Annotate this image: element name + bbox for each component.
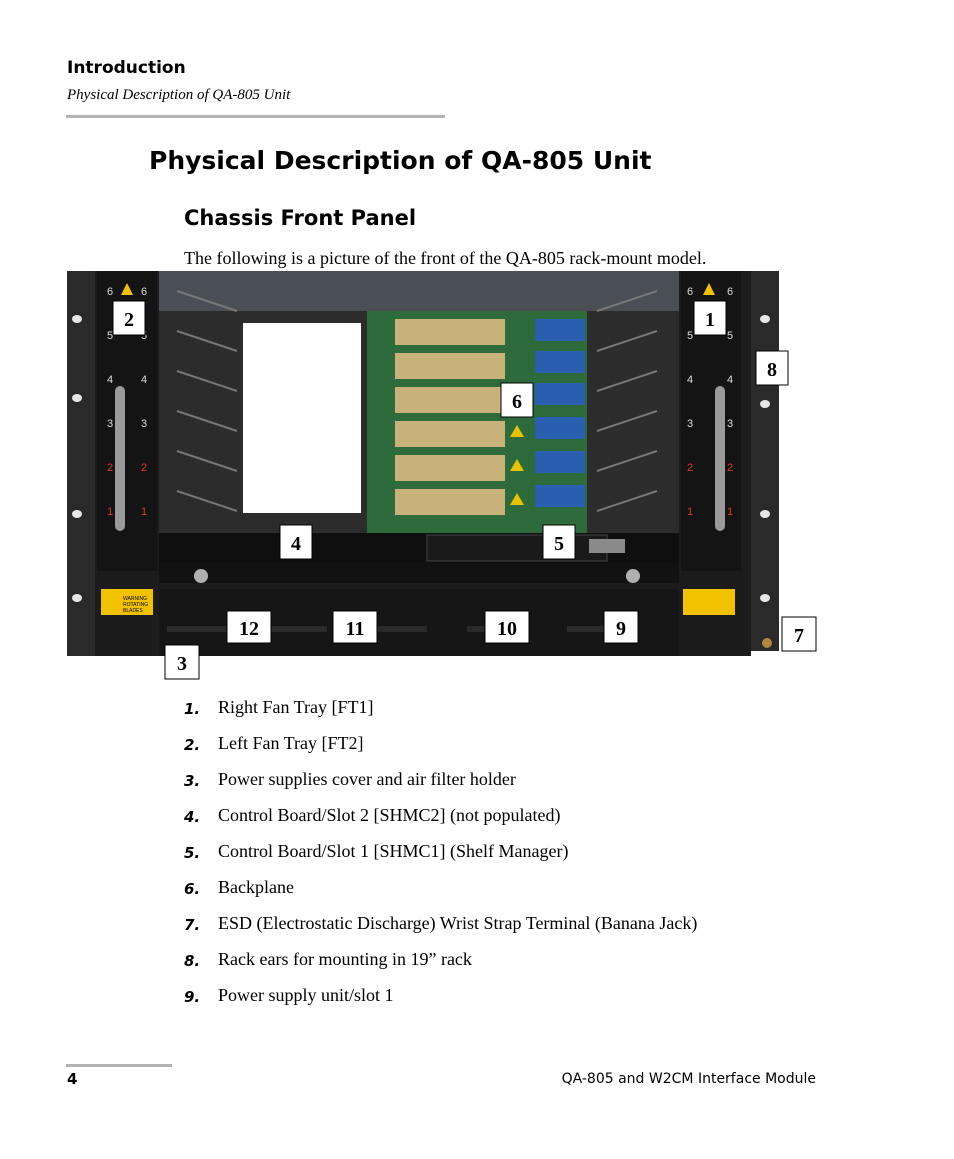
- svg-text:2: 2: [141, 462, 147, 474]
- callout-2-label: 2: [124, 309, 134, 331]
- callout-3: 3: [164, 644, 200, 680]
- running-header-subsection: Physical Description of QA-805 Unit: [67, 87, 291, 103]
- header-rule: [66, 115, 445, 118]
- list-item-text: Power supplies cover and air filter hold…: [218, 769, 516, 789]
- list-item-number: 5.: [184, 844, 201, 862]
- callout-8-label: 8: [767, 359, 777, 381]
- svg-text:4: 4: [687, 374, 693, 386]
- svg-text:1: 1: [141, 506, 147, 518]
- callout-9-label: 9: [616, 618, 626, 640]
- svg-text:6: 6: [141, 286, 147, 298]
- svg-text:3: 3: [141, 418, 147, 430]
- svg-text:BLADES: BLADES: [123, 608, 143, 614]
- list-item-number: 2.: [184, 736, 201, 754]
- section-title: Chassis Front Panel: [184, 206, 417, 230]
- svg-text:4: 4: [107, 374, 113, 386]
- list-item: 4. Control Board/Slot 2 [SHMC2] (not popu…: [184, 805, 697, 841]
- list-item-text: Backplane: [218, 877, 294, 897]
- svg-text:2: 2: [107, 462, 113, 474]
- svg-text:3: 3: [727, 418, 733, 430]
- svg-text:2: 2: [727, 462, 733, 474]
- list-item: 2. Left Fan Tray [FT2]: [184, 733, 697, 769]
- list-item-number: 1.: [184, 700, 201, 718]
- page-number: 4: [67, 1070, 78, 1088]
- list-item-number: 9.: [184, 988, 201, 1006]
- callout-5: 5: [542, 524, 576, 560]
- callout-2: 2: [112, 300, 146, 336]
- svg-text:1: 1: [687, 506, 693, 518]
- list-item: 3. Power supplies cover and air filter ho…: [184, 769, 697, 805]
- list-item-text: Left Fan Tray [FT2]: [218, 733, 364, 753]
- svg-text:5: 5: [727, 330, 733, 342]
- svg-text:6: 6: [727, 286, 733, 298]
- svg-text:ROTATING: ROTATING: [123, 602, 148, 608]
- callout-4-label: 4: [291, 533, 301, 555]
- svg-text:1: 1: [107, 506, 113, 518]
- svg-text:3: 3: [107, 418, 113, 430]
- svg-text:4: 4: [727, 374, 733, 386]
- list-item: 8. Rack ears for mounting in 19” rack: [184, 949, 697, 985]
- callout-11: 11: [332, 610, 378, 644]
- svg-text:6: 6: [107, 286, 113, 298]
- list-item-text: Right Fan Tray [FT1]: [218, 697, 374, 717]
- svg-text:WARNING: WARNING: [123, 596, 147, 602]
- list-item-text: Power supply unit/slot 1: [218, 985, 394, 1005]
- svg-text:4: 4: [141, 374, 147, 386]
- footer-rule: [66, 1064, 172, 1067]
- list-item-text: Rack ears for mounting in 19” rack: [218, 949, 472, 969]
- page-title: Physical Description of QA-805 Unit: [149, 146, 652, 175]
- list-item: 6. Backplane: [184, 877, 697, 913]
- running-header-section: Introduction: [67, 58, 186, 78]
- callout-6-label: 6: [512, 391, 522, 413]
- callout-9: 9: [603, 610, 639, 644]
- callout-12-label: 12: [239, 618, 259, 640]
- callout-10: 10: [484, 610, 530, 644]
- list-item: 1. Right Fan Tray [FT1]: [184, 697, 697, 733]
- svg-text:1: 1: [727, 506, 733, 518]
- list-item-number: 3.: [184, 772, 201, 790]
- svg-text:5: 5: [141, 330, 147, 342]
- svg-text:5: 5: [107, 330, 113, 342]
- list-item: 5. Control Board/Slot 1 [SHMC1] (Shelf Ma…: [184, 841, 697, 877]
- callout-11-label: 11: [346, 618, 365, 640]
- list-item-text: ESD (Electrostatic Discharge) Wrist Stra…: [218, 913, 698, 933]
- svg-text:3: 3: [687, 418, 693, 430]
- callout-10-label: 10: [497, 618, 517, 640]
- list-item: 9. Power supply unit/slot 1: [184, 985, 697, 1021]
- list-item-number: 6.: [184, 880, 201, 898]
- callout-6: 6: [500, 382, 534, 418]
- list-item-number: 4.: [184, 808, 201, 826]
- component-list: 1. Right Fan Tray [FT1] 2. Left Fan Tray […: [184, 697, 697, 1021]
- svg-text:6: 6: [687, 286, 693, 298]
- callout-1-label: 1: [705, 309, 715, 331]
- svg-text:5: 5: [687, 330, 693, 342]
- callout-3-label: 3: [177, 653, 187, 675]
- list-item-number: 7.: [184, 916, 201, 934]
- footer-doc-title: QA-805 and W2CM Interface Module: [561, 1071, 816, 1087]
- callout-12: 12: [226, 610, 272, 644]
- list-item-text: Control Board/Slot 1 [SHMC1] (Shelf Mana…: [218, 841, 569, 861]
- list-item-text: Control Board/Slot 2 [SHMC2] (not popula…: [218, 805, 561, 825]
- callout-8: 8: [755, 350, 789, 386]
- callout-7: 7: [781, 616, 817, 652]
- callout-4: 4: [279, 524, 313, 560]
- intro-paragraph: The following is a picture of the front …: [184, 248, 707, 268]
- callout-7-label: 7: [794, 625, 804, 647]
- callout-1: 1: [693, 300, 727, 336]
- list-item: 7. ESD (Electrostatic Discharge) Wrist St…: [184, 913, 697, 949]
- list-item-number: 8.: [184, 952, 201, 970]
- svg-text:2: 2: [687, 462, 693, 474]
- callout-5-label: 5: [554, 533, 564, 555]
